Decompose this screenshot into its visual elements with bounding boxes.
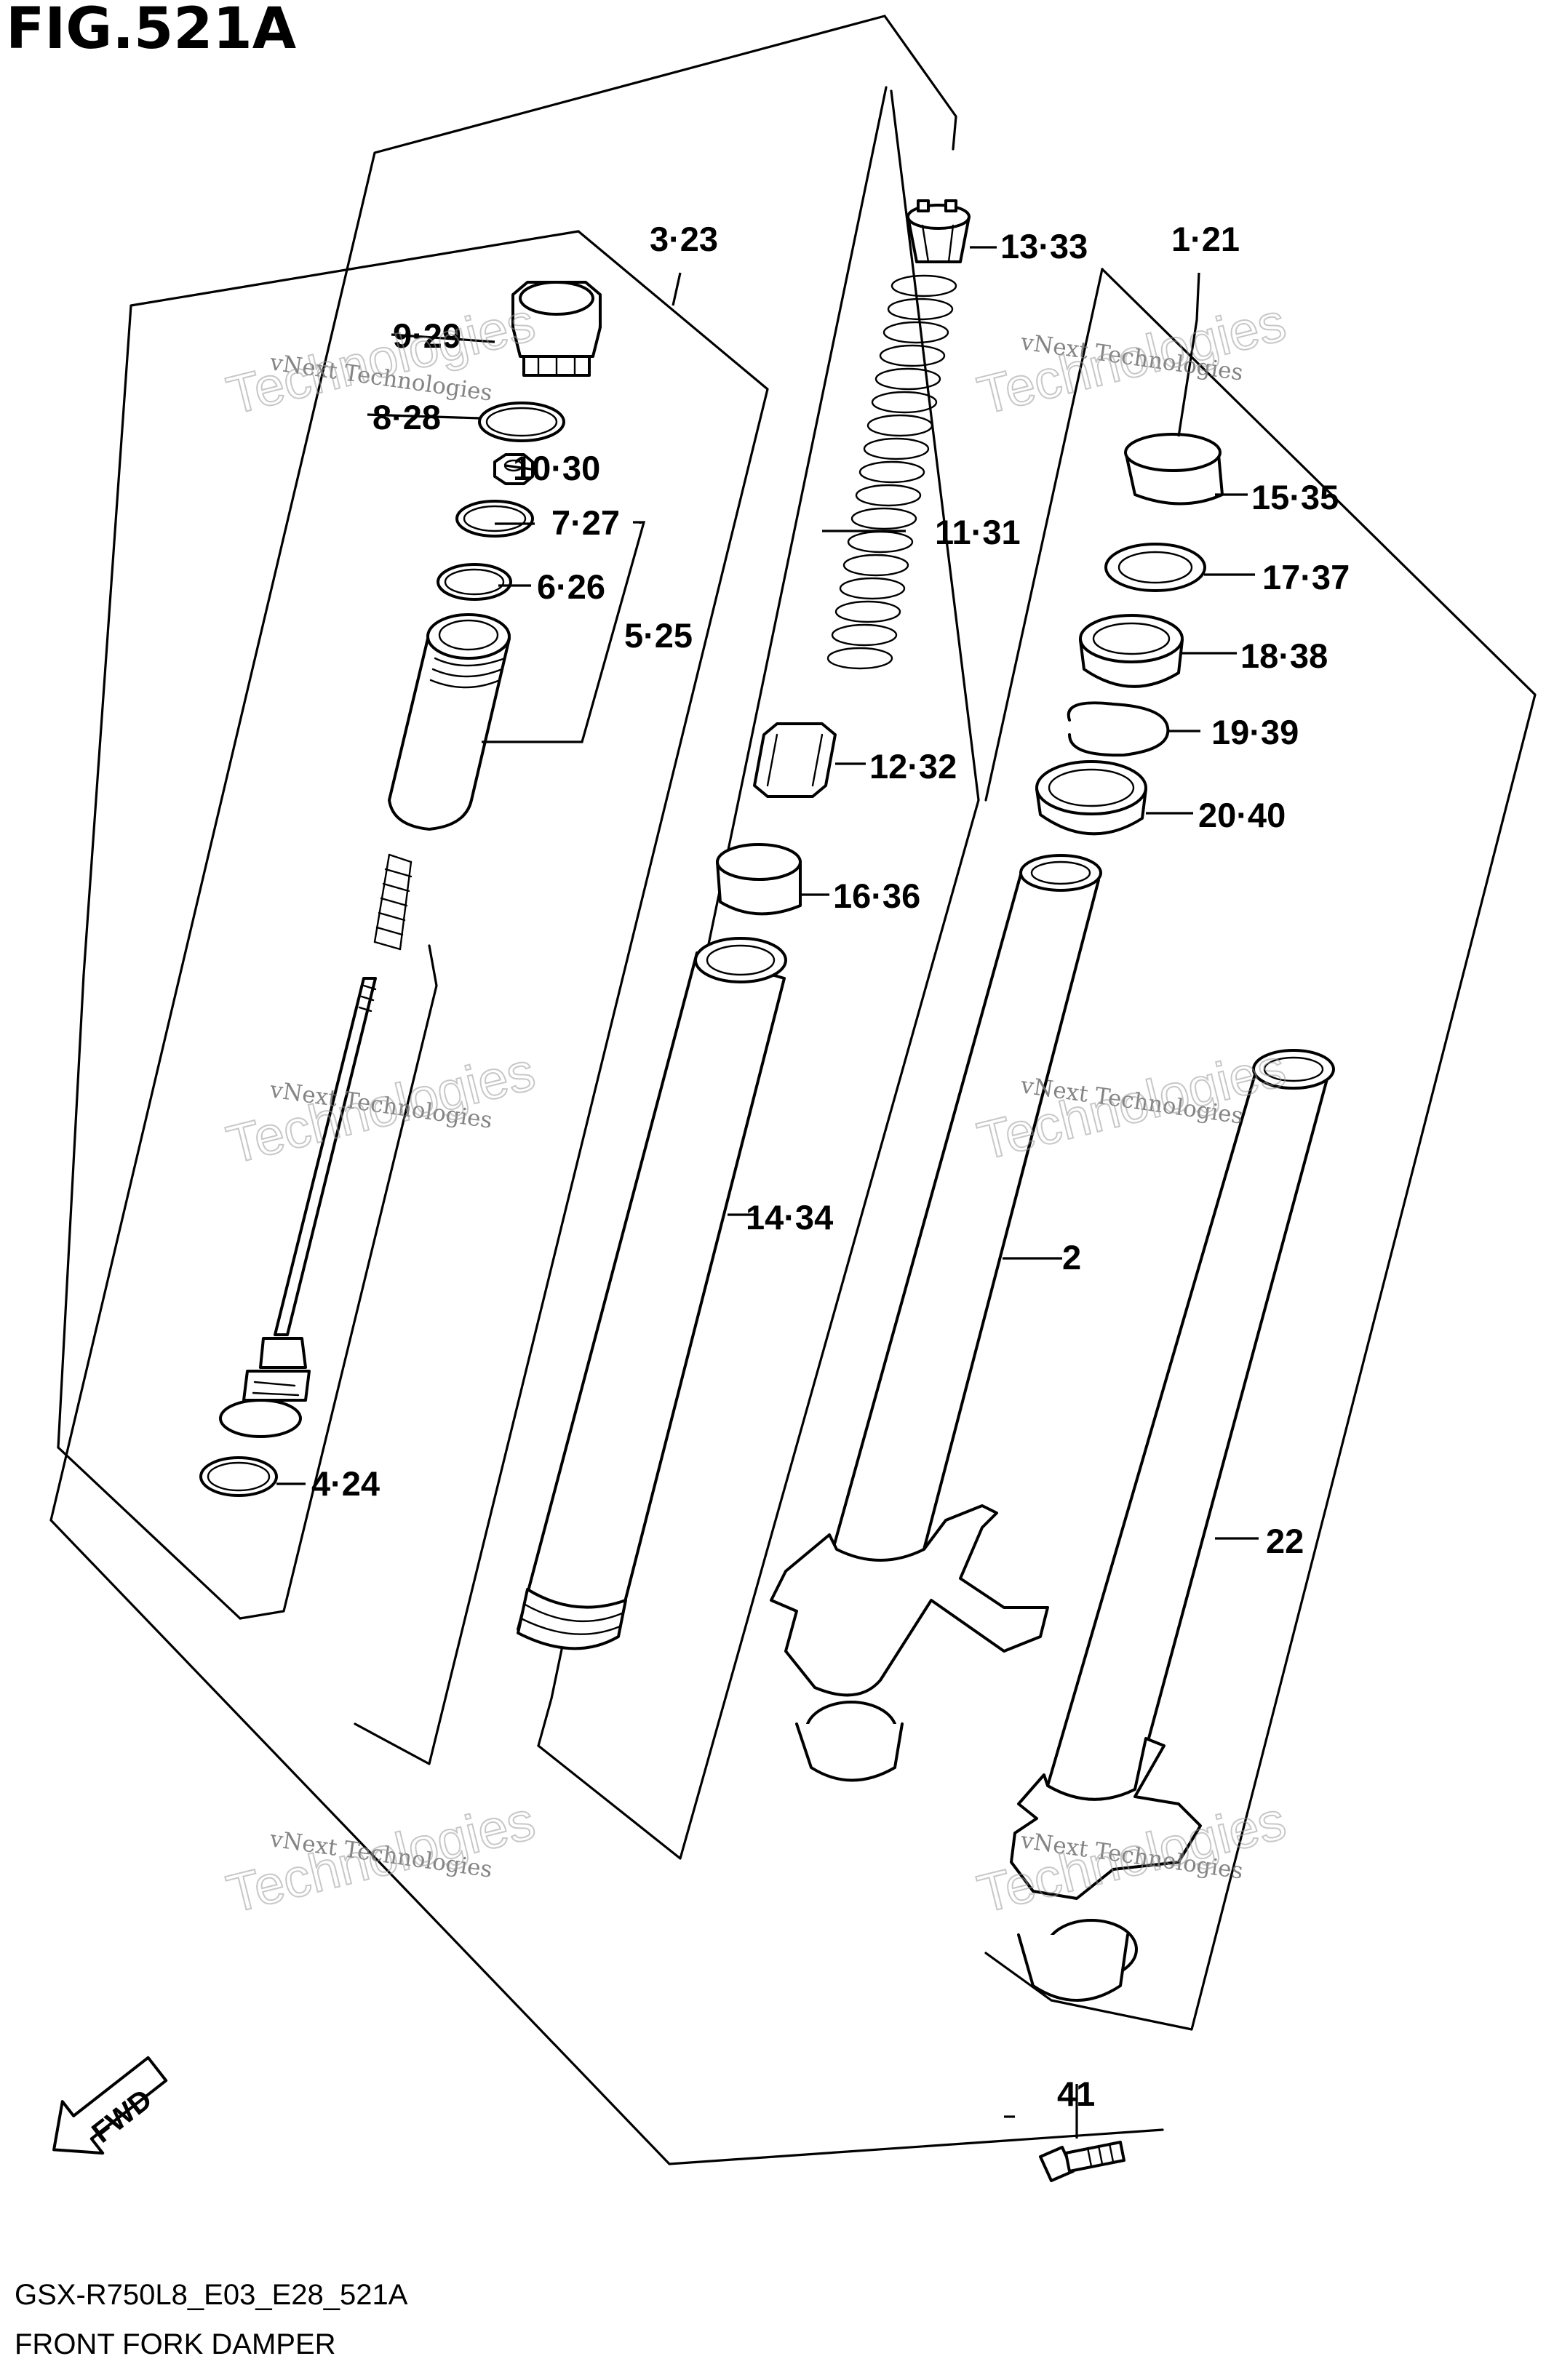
leader-lines xyxy=(276,246,1259,2139)
callout-12-32: 12·32 xyxy=(869,747,957,786)
part-rebound-spring xyxy=(373,853,413,951)
part-17-washer xyxy=(1104,543,1206,592)
callout-15-35: 15·35 xyxy=(1251,478,1339,516)
outline-center-frame-b xyxy=(537,89,980,1860)
outline-assembly-3-left xyxy=(82,230,580,976)
outline-outer-frame xyxy=(49,15,886,1522)
part-6-ring-inner xyxy=(444,568,505,596)
callout-19-39: 19·39 xyxy=(1211,713,1299,751)
callout-9-29: 9·29 xyxy=(393,316,461,355)
outline-inner-left xyxy=(239,944,438,1620)
part-4-ring-inner xyxy=(207,1461,271,1492)
watermark-top-right: vNext Technologies Technologies xyxy=(971,290,1292,426)
part-5-damper-cylinder xyxy=(388,613,511,831)
callout-16-36: 16·36 xyxy=(833,876,920,915)
watermark-mid-left: vNext Technologies Technologies xyxy=(220,1039,541,1175)
outline-inner-left-3 xyxy=(57,1446,242,1620)
svg-text:Technologies: Technologies xyxy=(972,291,1291,426)
part-damper-rod xyxy=(219,977,377,1438)
callout-7-27: 7·27 xyxy=(551,503,620,542)
part-11-fork-spring xyxy=(826,274,957,670)
svg-text:Technologies: Technologies xyxy=(221,1789,541,1924)
callout-6-26: 6·26 xyxy=(537,567,605,606)
callout-14-34: 14·34 xyxy=(746,1198,833,1237)
outline-assembly-1-left xyxy=(984,268,1104,802)
callout-22: 22 xyxy=(1266,1522,1304,1560)
callout-11-31: 11·31 xyxy=(935,513,1021,551)
part-16-bushing xyxy=(716,843,802,916)
callout-4-24: 4·24 xyxy=(311,1464,380,1503)
part-9-cap-bolt xyxy=(511,281,602,377)
callout-18-38: 18·38 xyxy=(1240,636,1328,675)
part-10-nut xyxy=(493,453,534,485)
part-17-washer-inner xyxy=(1117,551,1193,584)
part-13-spring-guide xyxy=(906,199,971,263)
fwd-arrow-icon: FWD xyxy=(52,2056,168,2155)
callout-1-21: 1·21 xyxy=(1171,220,1240,258)
figure-name: FRONT FORK DAMPER xyxy=(15,2328,336,2360)
part-2-outer-tube xyxy=(770,854,1102,1782)
part-4-ring xyxy=(199,1456,278,1497)
callout-41: 41 xyxy=(1057,2074,1095,2113)
callout-10-30: 10·30 xyxy=(513,449,600,487)
callout-17-37: 17·37 xyxy=(1262,558,1350,596)
watermark-bottom-left: vNext Technologies Technologies xyxy=(220,1789,541,1925)
outline-inner-left-2 xyxy=(57,973,85,1449)
outline-outer-frame-bottom xyxy=(49,1519,1164,2165)
part-8-o-ring-inner xyxy=(485,407,558,437)
part-14-inner-tube xyxy=(517,937,787,1650)
outline-assembly-3 xyxy=(354,230,769,1765)
callout-3-23: 3·23 xyxy=(650,220,718,258)
outline-assembly-1-bottom xyxy=(984,1952,1053,2002)
callout-20-40: 20·40 xyxy=(1198,796,1286,834)
part-6-ring xyxy=(437,563,512,601)
svg-text:Technologies: Technologies xyxy=(221,1040,541,1175)
part-7-ring xyxy=(455,500,534,538)
callout-8-28: 8·28 xyxy=(372,398,441,436)
figure-title: FIG.521A xyxy=(6,0,296,62)
part-22-outer-tube xyxy=(1010,1049,1335,2002)
part-8-o-ring xyxy=(478,402,565,442)
part-12-spacer xyxy=(753,722,837,798)
callout-13-33: 13·33 xyxy=(1000,227,1088,265)
figure-code: GSX-R750L8_E03_E28_521A xyxy=(15,2279,408,2311)
part-20-dust-seal xyxy=(1035,760,1147,836)
part-15-bushing xyxy=(1124,433,1224,506)
outline-outer-frame-right xyxy=(883,15,957,151)
part-7-ring-inner xyxy=(463,505,527,532)
part-41-bolt xyxy=(1039,2141,1125,2182)
callout-2: 2 xyxy=(1062,1238,1081,1277)
callout-5-25: 5·25 xyxy=(624,616,693,655)
part-19-circlip xyxy=(1067,701,1170,757)
part-18-oil-seal xyxy=(1079,614,1184,688)
outline-assembly-1 xyxy=(1050,268,1537,2031)
